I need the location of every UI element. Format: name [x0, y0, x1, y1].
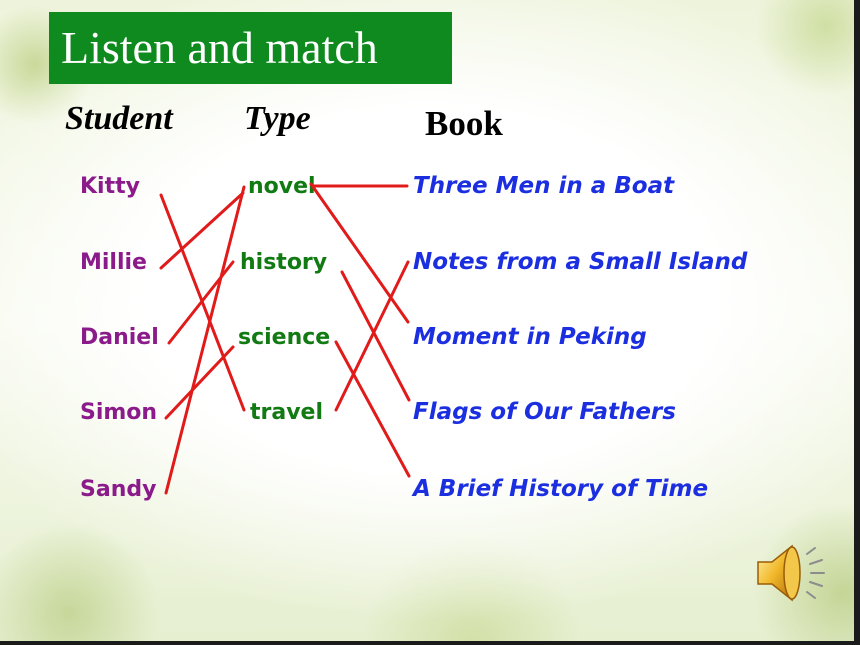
type-travel: travel: [250, 400, 324, 425]
student-simon: Simon: [80, 400, 158, 425]
line-science-brief-history: [334, 340, 411, 478]
line-sandy-novel: [164, 185, 246, 495]
type-history: history: [240, 250, 328, 275]
slide-edge-right: [854, 0, 860, 645]
line-travel-notes: [334, 260, 410, 412]
type-novel: novel: [248, 174, 316, 199]
header-book: Book: [425, 104, 503, 143]
book-flags-of-our-fathers: Flags of Our Fathers: [413, 399, 676, 425]
student-sandy: Sandy: [80, 477, 157, 502]
header-student: Student: [65, 100, 173, 137]
type-science: science: [238, 325, 331, 350]
line-daniel-history: [167, 260, 235, 345]
header-type: Type: [244, 100, 311, 137]
book-three-men-in-a-boat: Three Men in a Boat: [413, 173, 675, 199]
slide-title: Listen and match: [61, 22, 378, 73]
speaker-icon[interactable]: [752, 538, 832, 608]
title-banner: Listen and match: [49, 12, 452, 84]
book-a-brief-history-of-time: A Brief History of Time: [413, 476, 709, 502]
line-simon-science: [164, 345, 235, 420]
student-daniel: Daniel: [80, 325, 159, 350]
book-notes-from-a-small-island: Notes from a Small Island: [413, 249, 748, 275]
line-history-flags: [340, 270, 411, 402]
line-novel-moment-in-peking: [309, 182, 410, 324]
student-kitty: Kitty: [80, 174, 140, 199]
book-moment-in-peking: Moment in Peking: [413, 324, 647, 350]
slide-edge-bottom: [0, 641, 860, 645]
line-millie-novel: [159, 191, 245, 270]
student-millie: Millie: [80, 250, 147, 275]
